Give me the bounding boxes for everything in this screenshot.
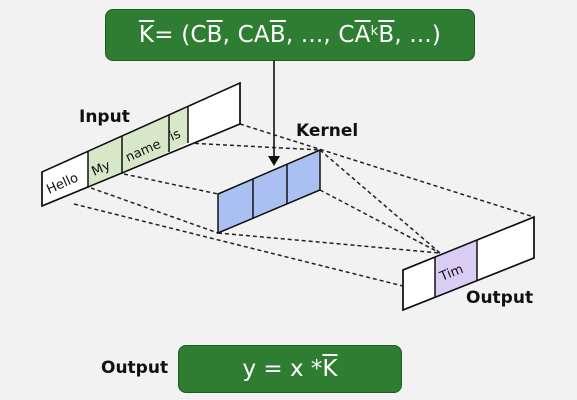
formula-text: , CA	[222, 22, 270, 48]
b-bar: B	[269, 22, 286, 48]
projection-line	[239, 123, 535, 218]
output-formula: y = x * K	[178, 345, 402, 393]
formula-text: , ...)	[394, 22, 442, 48]
b-bar: B	[378, 22, 395, 48]
projection-line	[217, 232, 441, 254]
kernel-symbol: K	[138, 22, 155, 48]
input-strip: Hello My name is	[41, 81, 241, 208]
kernel-symbol: K	[322, 356, 338, 382]
output-formula-label: Output	[101, 358, 169, 378]
exponent-k: k	[370, 23, 379, 39]
arrow-down-icon	[268, 61, 280, 166]
output-highlight	[435, 240, 477, 297]
projection-lines	[73, 123, 535, 287]
formula-text: = (C	[154, 22, 207, 48]
input-token: My	[90, 158, 114, 180]
kernel-outline	[217, 148, 321, 235]
projection-line	[319, 189, 441, 254]
output-label: Output	[466, 288, 534, 308]
projection-line	[187, 142, 321, 151]
output-strip-border	[402, 215, 535, 312]
input-strip-border	[41, 81, 241, 208]
projection-line	[90, 187, 219, 234]
projection-line	[123, 173, 219, 195]
b-bar: B	[206, 22, 223, 48]
input-window-highlight	[88, 106, 188, 188]
kernel-label: Kernel	[296, 121, 359, 141]
output-strip: Tim	[402, 215, 535, 312]
formula-text: y = x *	[242, 356, 323, 382]
projection-line	[319, 149, 441, 254]
input-label: Input	[79, 107, 130, 127]
kernel-block	[217, 148, 321, 235]
projection-line	[73, 203, 404, 287]
a-bar: A	[354, 22, 371, 48]
formula-text: , ..., C	[285, 22, 355, 48]
